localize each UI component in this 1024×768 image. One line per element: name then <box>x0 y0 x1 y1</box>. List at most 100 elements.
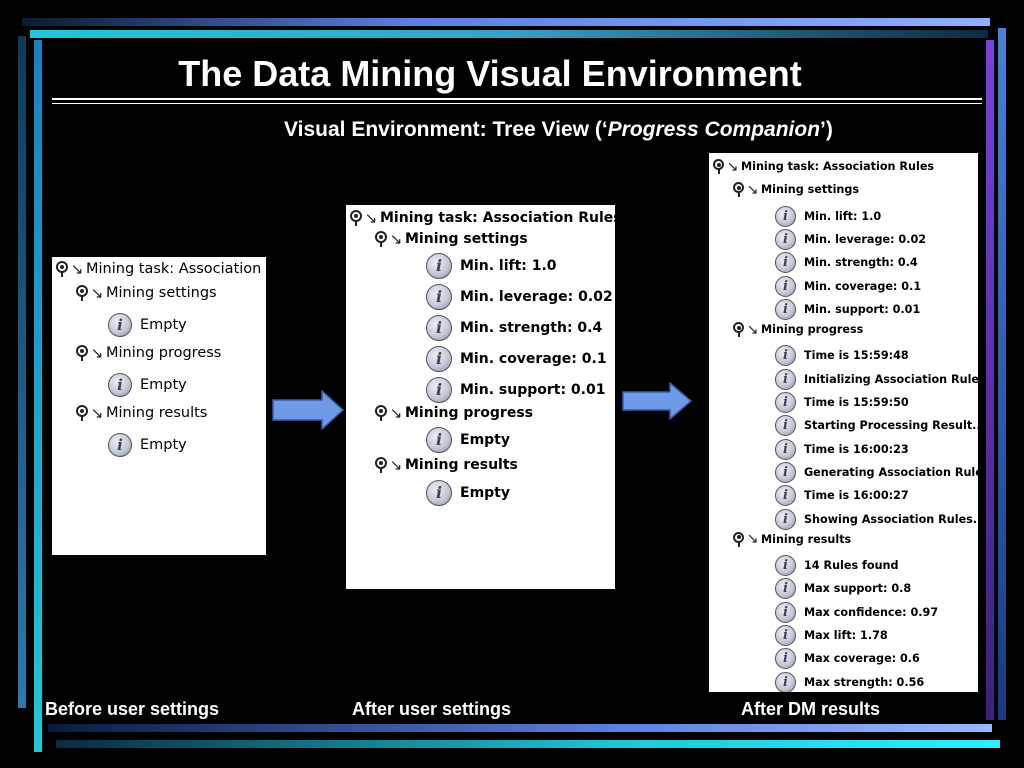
tree-node-label: Mining settings <box>761 183 860 197</box>
bottom-blue-bar <box>48 724 992 732</box>
tree-node-label: Mining results <box>761 532 852 546</box>
expand-arrow-icon[interactable]: ↘ <box>389 455 403 474</box>
info-icon: i <box>426 346 452 372</box>
info-icon: i <box>775 298 796 320</box>
expand-arrow-icon[interactable]: ↘ <box>70 259 84 278</box>
expand-arrow-icon[interactable]: ↘ <box>746 181 759 198</box>
expand-arrow-icon[interactable]: ↘ <box>90 403 104 422</box>
tree-node-label: Max coverage: 0.6 <box>804 652 920 666</box>
tree-branch-node[interactable]: ↘Mining results <box>375 456 518 474</box>
info-icon: i <box>108 313 132 337</box>
tree-branch-node[interactable]: ↘Mining task: Association Rules <box>713 158 934 175</box>
tree-leaf-node[interactable]: i Min. support: 0.01 <box>775 298 920 321</box>
info-icon: i <box>775 392 796 413</box>
tree-node-label: Max confidence: 0.97 <box>804 605 939 619</box>
slide-subtitle: Visual Environment: Tree View (‘Progress… <box>284 118 833 142</box>
info-icon: i <box>426 253 452 279</box>
pin-icon <box>350 210 362 226</box>
tree-node-label: Initializing Association Rules... <box>804 372 978 386</box>
info-icon: i <box>775 438 796 460</box>
tree-branch-node[interactable]: ↘Mining progress <box>375 404 533 422</box>
tree-node-label: Min. support: 0.01 <box>460 382 606 398</box>
tree-leaf-node[interactable]: i Max confidence: 0.97 <box>775 601 938 624</box>
tree-branch-node[interactable]: ↘Mining settings <box>76 284 217 302</box>
bottom-cyan-bar <box>56 740 1000 748</box>
expand-arrow-icon[interactable]: ↘ <box>389 403 403 422</box>
expand-arrow-icon[interactable]: ↘ <box>726 158 739 175</box>
expand-arrow-icon[interactable]: ↘ <box>90 343 104 362</box>
info-icon: i <box>426 284 452 310</box>
tree-node-label: Mining results <box>106 405 208 421</box>
tree-branch-node[interactable]: ↘Mining task: Association Rules <box>56 260 266 278</box>
expand-arrow-icon[interactable]: ↘ <box>389 229 403 248</box>
left-outer-bar <box>18 36 26 708</box>
tree-node-label: 14 Rules found <box>804 559 899 573</box>
info-icon: i <box>775 252 796 274</box>
tree-node-label: Time is 16:00:27 <box>804 489 909 503</box>
tree-branch-node[interactable]: ↘Mining results <box>76 404 207 422</box>
right-blue-bar <box>998 28 1006 720</box>
expand-arrow-icon[interactable]: ↘ <box>90 283 104 302</box>
tree-node-label: Time is 15:59:50 <box>804 396 909 409</box>
pin-icon <box>375 405 387 421</box>
tree-node-label: Min. coverage: 0.1 <box>460 351 607 367</box>
tree-node-label: Mining settings <box>106 285 217 301</box>
tree-node-label: Mining results <box>405 457 518 473</box>
pin-icon <box>375 231 387 247</box>
tree-branch-node[interactable]: ↘Mining task: Association Rules <box>350 209 615 227</box>
right-arrow-icon <box>622 382 692 420</box>
tree-node-label: Min. coverage: 0.1 <box>804 279 922 293</box>
expand-arrow-icon[interactable]: ↘ <box>746 531 759 548</box>
right-purple-bar <box>986 40 994 720</box>
tree-node-label: Time is 15:59:48 <box>804 349 909 363</box>
caption-after-results: After DM results <box>741 699 881 719</box>
info-icon: i <box>775 415 796 437</box>
pin-icon <box>76 405 88 421</box>
top-gradient-bar <box>22 18 990 26</box>
tree-leaf-node[interactable]: i Min. coverage: 0.1 <box>426 345 607 373</box>
info-icon: i <box>775 601 796 623</box>
tree-node-label: Min. leverage: 0.02 <box>460 289 613 305</box>
tree-branch-node[interactable]: ↘Mining settings <box>733 181 859 198</box>
tree-node-label: Empty <box>140 437 187 453</box>
tree-leaf-node[interactable]: i Min. leverage: 0.02 <box>426 283 613 311</box>
tree-branch-node[interactable]: ↘Mining settings <box>375 230 528 248</box>
tree-branch-node[interactable]: ↘Mining progress <box>733 321 863 338</box>
tree-leaf-node[interactable]: i Time is 15:59:50 <box>775 391 909 414</box>
pin-icon <box>733 531 744 547</box>
tree-node-label: Min. support: 0.01 <box>804 302 921 316</box>
tree-node-label: Mining progress <box>761 323 864 337</box>
subtitle-italic: Progress Companion <box>607 118 821 141</box>
tree-node-label: Mining task: Association Rules <box>380 210 615 226</box>
pin-icon <box>733 322 744 338</box>
tree-panel-after-settings: ↘Mining task: Association Rules↘Mining s… <box>346 205 615 589</box>
expand-arrow-icon[interactable]: ↘ <box>364 208 378 227</box>
tree-branch-node[interactable]: ↘Mining results <box>733 531 851 548</box>
expand-arrow-icon[interactable]: ↘ <box>746 321 759 338</box>
tree-branch-node[interactable]: ↘Mining progress <box>76 344 221 362</box>
